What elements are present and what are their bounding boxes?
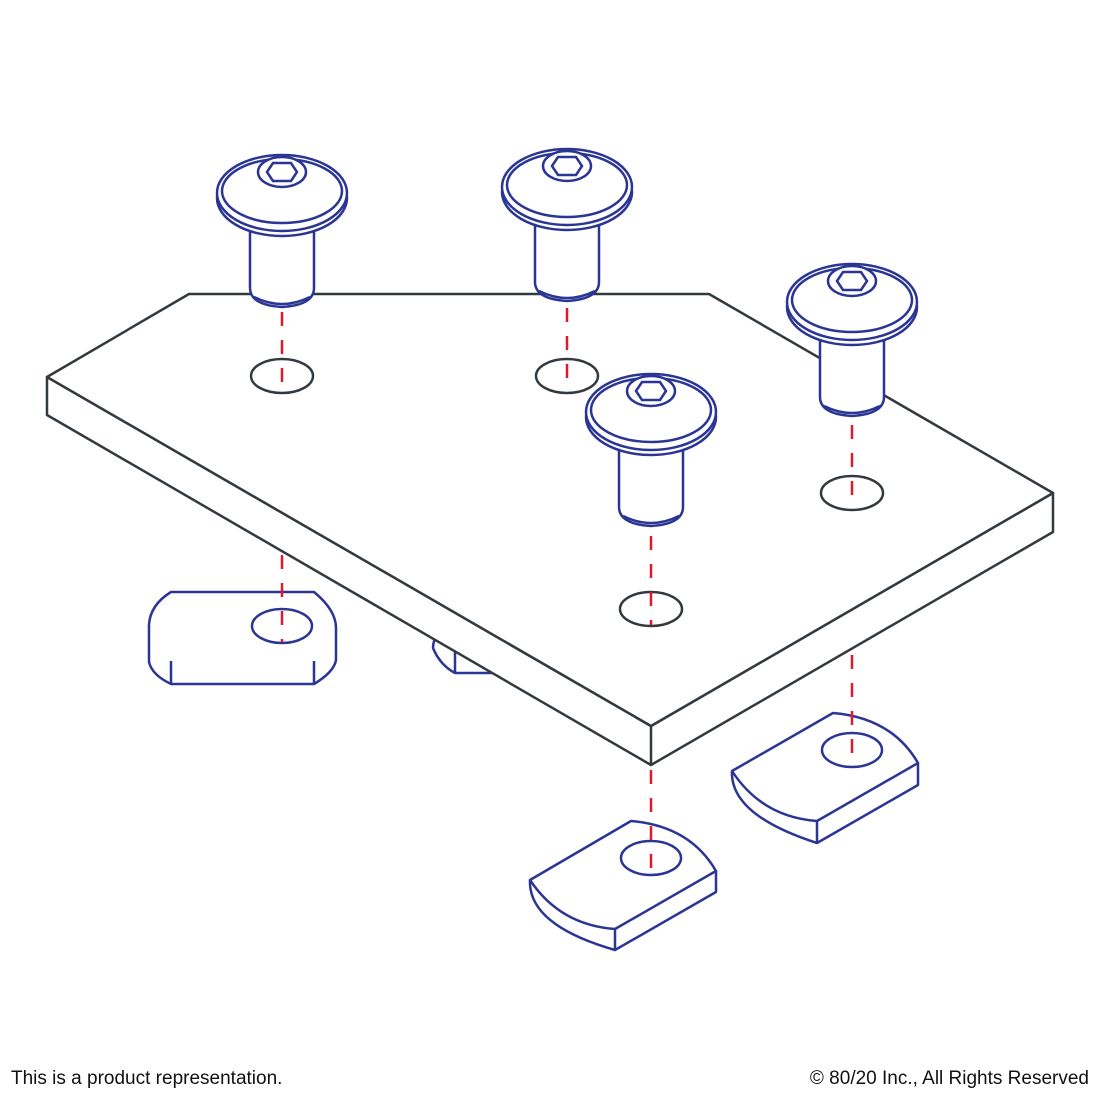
screw [785, 262, 919, 418]
screw [215, 153, 349, 309]
assembly-axis-lines [280, 308, 854, 875]
t-nuts-front [528, 711, 920, 952]
screw [500, 147, 634, 303]
disclaimer-text: This is a product representation. [11, 1068, 283, 1089]
t-nut-left [147, 590, 338, 686]
copyright-text: © 80/20 Inc., All Rights Reserved [809, 1068, 1089, 1089]
t-nut-right [730, 711, 920, 845]
t-nut-center [528, 819, 718, 952]
screw [584, 372, 718, 528]
screws [215, 147, 919, 528]
t-nut-hole [250, 607, 314, 645]
plate [45, 292, 1055, 767]
